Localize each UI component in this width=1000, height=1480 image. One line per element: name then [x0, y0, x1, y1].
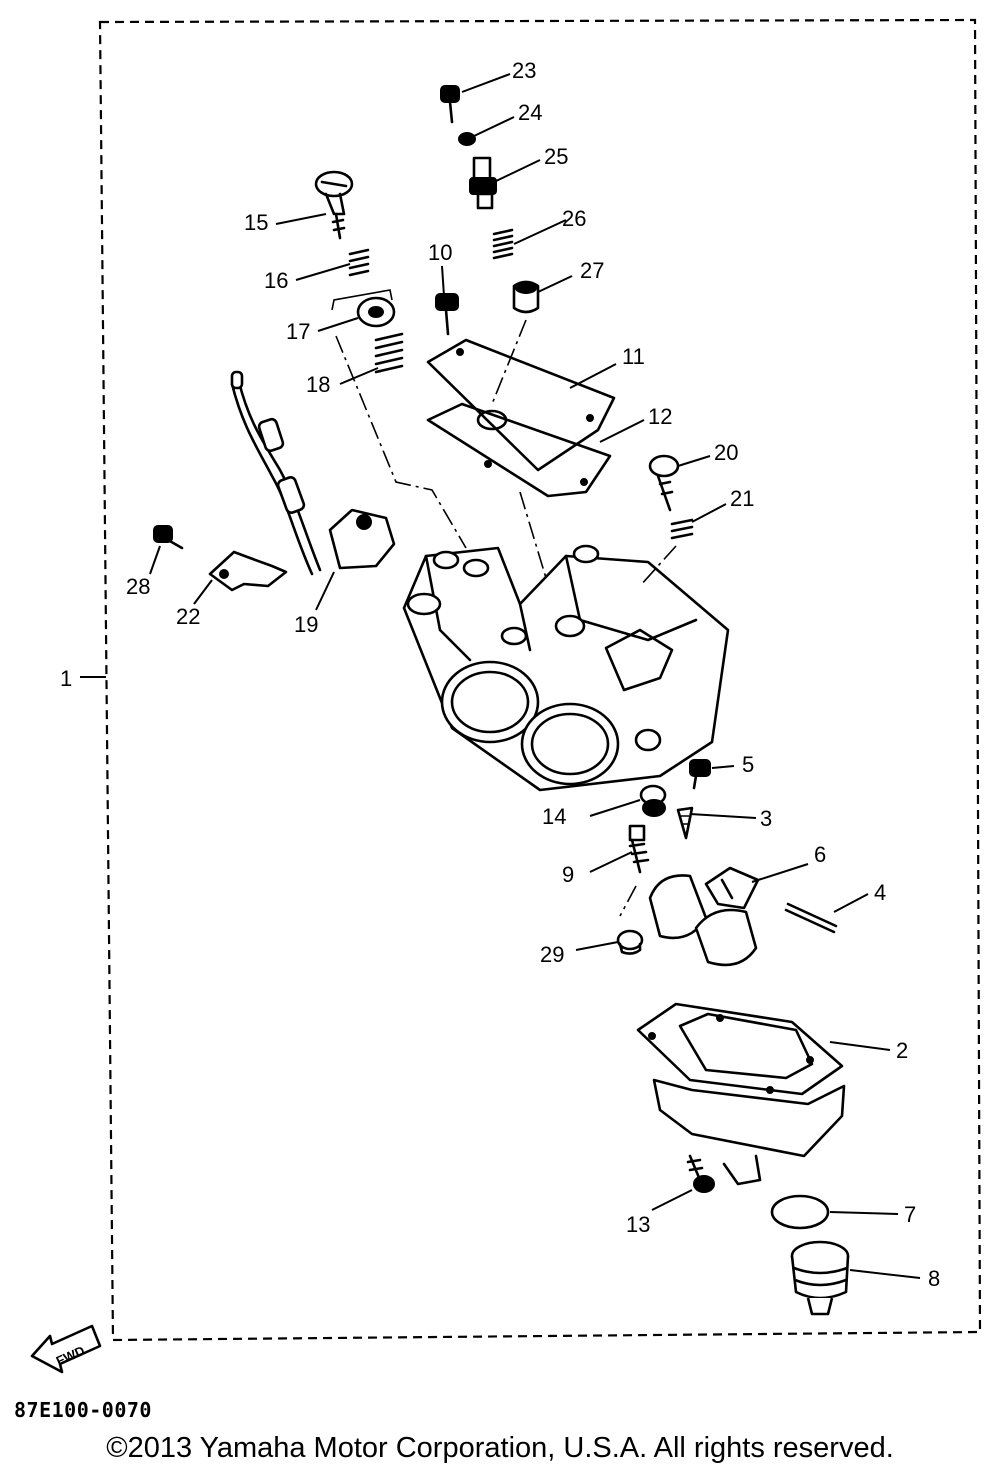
callout-27: 27	[580, 258, 604, 283]
leader-line	[689, 813, 757, 819]
leader-line	[317, 317, 359, 332]
callout-29: 29	[540, 942, 564, 967]
leader-line	[339, 367, 379, 385]
part-12-gasket	[426, 402, 612, 498]
center-line	[331, 289, 393, 311]
part-19-sensor	[230, 370, 396, 576]
part-9-main-jet	[628, 824, 650, 874]
callout-6: 6	[814, 842, 826, 867]
leader-line	[711, 765, 735, 769]
callout-15: 15	[244, 210, 268, 235]
callout-26: 26	[562, 206, 586, 231]
part-22-bracket	[208, 550, 288, 592]
leader-line	[589, 851, 633, 873]
part-3-needle-valve	[676, 806, 694, 840]
leader-line	[193, 579, 213, 605]
part-25-valve-seat	[469, 156, 497, 210]
leader-line	[849, 1269, 921, 1279]
part-6-float	[648, 866, 760, 967]
callout-23: 23	[512, 58, 536, 83]
callout-10: 10	[428, 240, 452, 265]
leader-line	[599, 419, 645, 443]
part-11-cover	[426, 338, 616, 472]
leader-line	[829, 1041, 891, 1051]
center-line	[491, 319, 527, 405]
leader-line	[677, 455, 711, 467]
leader-line	[829, 1211, 899, 1215]
part-29-plug	[616, 929, 644, 955]
part-17-washer	[356, 296, 396, 328]
center-line	[619, 885, 637, 917]
part-23-screw	[440, 85, 460, 124]
part-5-screw	[689, 759, 711, 790]
callout-25: 25	[544, 144, 568, 169]
callout-22: 22	[176, 604, 200, 629]
leader-line	[461, 73, 511, 93]
leader-line	[473, 116, 515, 137]
leader-line	[513, 219, 567, 245]
part-20-pilot-screw	[648, 454, 680, 512]
leader-line	[149, 545, 161, 575]
callout-20: 20	[714, 440, 738, 465]
leader-line	[651, 1189, 693, 1211]
part-2-float-chamber	[636, 1002, 846, 1186]
callout-17: 17	[286, 319, 310, 344]
part-18-spring	[374, 332, 404, 374]
part-28-screw	[153, 525, 184, 550]
center-line	[519, 491, 547, 579]
callout-2: 2	[896, 1038, 908, 1063]
callout-8: 8	[928, 1266, 940, 1291]
callout-7: 7	[904, 1202, 916, 1227]
leader-line	[569, 363, 617, 389]
leader-line	[537, 275, 573, 293]
callout-14: 14	[542, 804, 566, 829]
leader-line	[441, 265, 445, 297]
carburetor-body	[402, 544, 730, 792]
callout-18: 18	[306, 372, 330, 397]
part-24-washer	[458, 132, 476, 146]
part-21-spring	[670, 518, 694, 540]
callout-4: 4	[874, 880, 886, 905]
callout-3: 3	[760, 806, 772, 831]
part-8-drain-plug	[790, 1240, 850, 1316]
callout-11: 11	[622, 344, 645, 369]
part-13-screw	[686, 1154, 715, 1193]
center-line	[335, 335, 467, 549]
callout-1: 1	[60, 666, 72, 691]
leader-line	[833, 893, 869, 913]
callout-5: 5	[742, 752, 754, 777]
part-16-spring	[348, 248, 370, 277]
leader-line	[575, 941, 619, 951]
part-7-o-ring	[770, 1194, 830, 1230]
part-14-jet	[639, 784, 667, 817]
leader-line	[751, 863, 809, 883]
copyright-notice: ©2013 Yamaha Motor Corporation, U.S.A. A…	[106, 1432, 894, 1464]
callout-24: 24	[518, 100, 542, 125]
leader-line	[315, 571, 335, 611]
center-line	[639, 545, 677, 587]
part-15-screw	[314, 170, 354, 240]
callout-16: 16	[264, 268, 288, 293]
leader-line	[589, 799, 641, 817]
callout-12: 12	[648, 404, 672, 429]
leader-line	[275, 213, 327, 225]
leader-line	[691, 503, 727, 523]
part-4-float-pin	[784, 902, 838, 934]
leader-line	[493, 159, 541, 183]
fwd-arrow-icon: FWD	[30, 1324, 102, 1374]
callout-19: 19	[294, 612, 318, 637]
part-10-screw	[435, 293, 459, 336]
part-27-plunger	[512, 280, 540, 314]
part-26-spring	[492, 228, 514, 260]
callout-28: 28	[126, 574, 150, 599]
callout-13: 13	[626, 1212, 650, 1237]
callout-9: 9	[562, 862, 574, 887]
drawing-code: 87E100-0070	[14, 1398, 152, 1422]
leader-line	[295, 263, 351, 281]
callout-21: 21	[730, 486, 754, 511]
